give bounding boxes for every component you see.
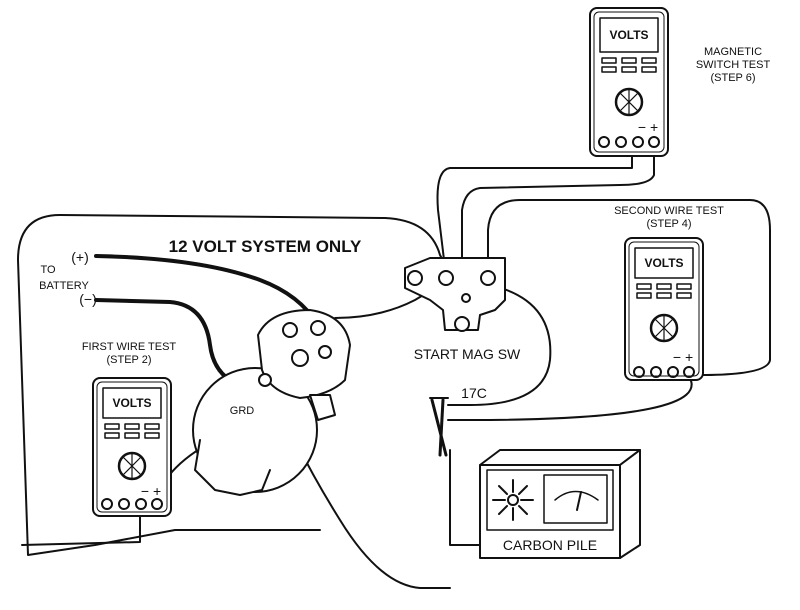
meter-display (102, 387, 162, 419)
second-meter-title-2: (STEP 4) (646, 218, 691, 230)
battery-to-label: TO (40, 264, 56, 276)
mag-switch-terminal-center (461, 293, 471, 303)
meter-dial-pointer (123, 453, 141, 479)
meter-body (624, 237, 704, 381)
solenoid-terminal-4 (318, 345, 332, 359)
wire-starter-to-switch (334, 284, 441, 319)
wire-battery-positive (94, 254, 320, 327)
solenoid-terminal-1 (282, 322, 298, 338)
labels: 12 VOLT SYSTEM ONLY (+) TO BATTERY (−) G… (39, 46, 770, 417)
meter-display (634, 247, 694, 279)
second-meter-title-1: SECOND WIRE TEST (614, 205, 724, 217)
carbon-pile-gauge-arc (554, 490, 599, 501)
meter-dial-pointer (655, 315, 673, 341)
meter-inner (628, 241, 700, 377)
wire-magnetic-meter-plus (461, 139, 655, 276)
mag-switch-mount-left (407, 270, 423, 286)
wire-ground-loop (17, 214, 449, 556)
alligator-clamp (429, 397, 449, 457)
terminal-17c-label: 17C (461, 385, 487, 401)
meter-dial-pointer (620, 89, 638, 115)
magnetic-meter-title-3: (STEP 6) (710, 72, 755, 84)
meter-dial-icon (614, 87, 644, 117)
meter-polarity: − + (673, 349, 693, 365)
wire-pile-to-clamp (449, 449, 481, 546)
carbon-pile-gauge-needle (576, 491, 582, 511)
meter-first-wire-test: VOLTS − + (92, 377, 172, 517)
carbon-pile-box-side (619, 449, 641, 559)
starter-nose (309, 394, 336, 421)
meter-polarity: − + (638, 119, 658, 135)
meter-buttons (104, 423, 160, 439)
wire-second-meter-plus (487, 199, 771, 376)
first-meter-title-1: FIRST WIRE TEST (82, 341, 177, 353)
meter-jacks (598, 136, 660, 148)
battery-label: BATTERY (39, 280, 89, 292)
meter-display-text: VOLTS (609, 28, 648, 42)
grd-terminal (258, 373, 272, 387)
battery-positive-label: (+) (71, 249, 89, 265)
start-mag-sw-label: START MAG SW (414, 346, 521, 362)
solenoid-terminal-2 (310, 320, 326, 336)
carbon-pile-box-top (479, 449, 641, 466)
meter-polarity: − + (141, 483, 161, 499)
carbon-pile-knob (492, 479, 534, 521)
carbon-pile-label: CARBON PILE (503, 537, 597, 553)
meter-jacks (633, 366, 695, 378)
meter-display-text: VOLTS (644, 256, 683, 270)
solenoid-terminal-3 (291, 349, 309, 367)
mag-switch-body (404, 257, 506, 331)
carbon-pile: CARBON PILE (479, 449, 641, 559)
mag-switch-terminal-left (438, 270, 454, 286)
meter-second-wire-test: VOLTS − + (624, 237, 704, 381)
wire-first-meter-minus (21, 511, 141, 546)
grd-label: GRD (230, 405, 255, 417)
meter-inner (593, 11, 665, 153)
meter-buttons (601, 57, 657, 73)
meter-display-text: VOLTS (112, 396, 151, 410)
wire-magnetic-meter-minus (436, 139, 633, 269)
start-mag-switch (404, 257, 506, 332)
magnetic-meter-title-1: MAGNETIC (704, 46, 762, 58)
meter-dial-icon (117, 451, 147, 481)
mag-switch-terminal-right (480, 270, 496, 286)
wire-17c (447, 284, 552, 406)
clamp-jaw-lower (438, 398, 445, 457)
meter-body (589, 7, 669, 157)
diagram-title: 12 VOLT SYSTEM ONLY (169, 237, 362, 256)
meter-inner (96, 381, 168, 513)
battery-negative-label: (−) (79, 291, 97, 307)
magnetic-meter-title-2: SWITCH TEST (696, 59, 771, 71)
meter-buttons (636, 283, 692, 299)
wire-second-meter-minus (447, 374, 693, 421)
mag-switch-mount-bottom (454, 316, 470, 332)
meter-display (599, 17, 659, 53)
meter-magnetic-switch-test: VOLTS − + (589, 7, 669, 157)
clamp-jaw-upper (430, 398, 448, 457)
starter-motor (192, 309, 351, 496)
meter-dial-icon (649, 313, 679, 343)
meter-jacks (101, 498, 163, 510)
meter-body (92, 377, 172, 517)
first-meter-title-2: (STEP 2) (106, 354, 151, 366)
starter-flange (194, 439, 271, 496)
